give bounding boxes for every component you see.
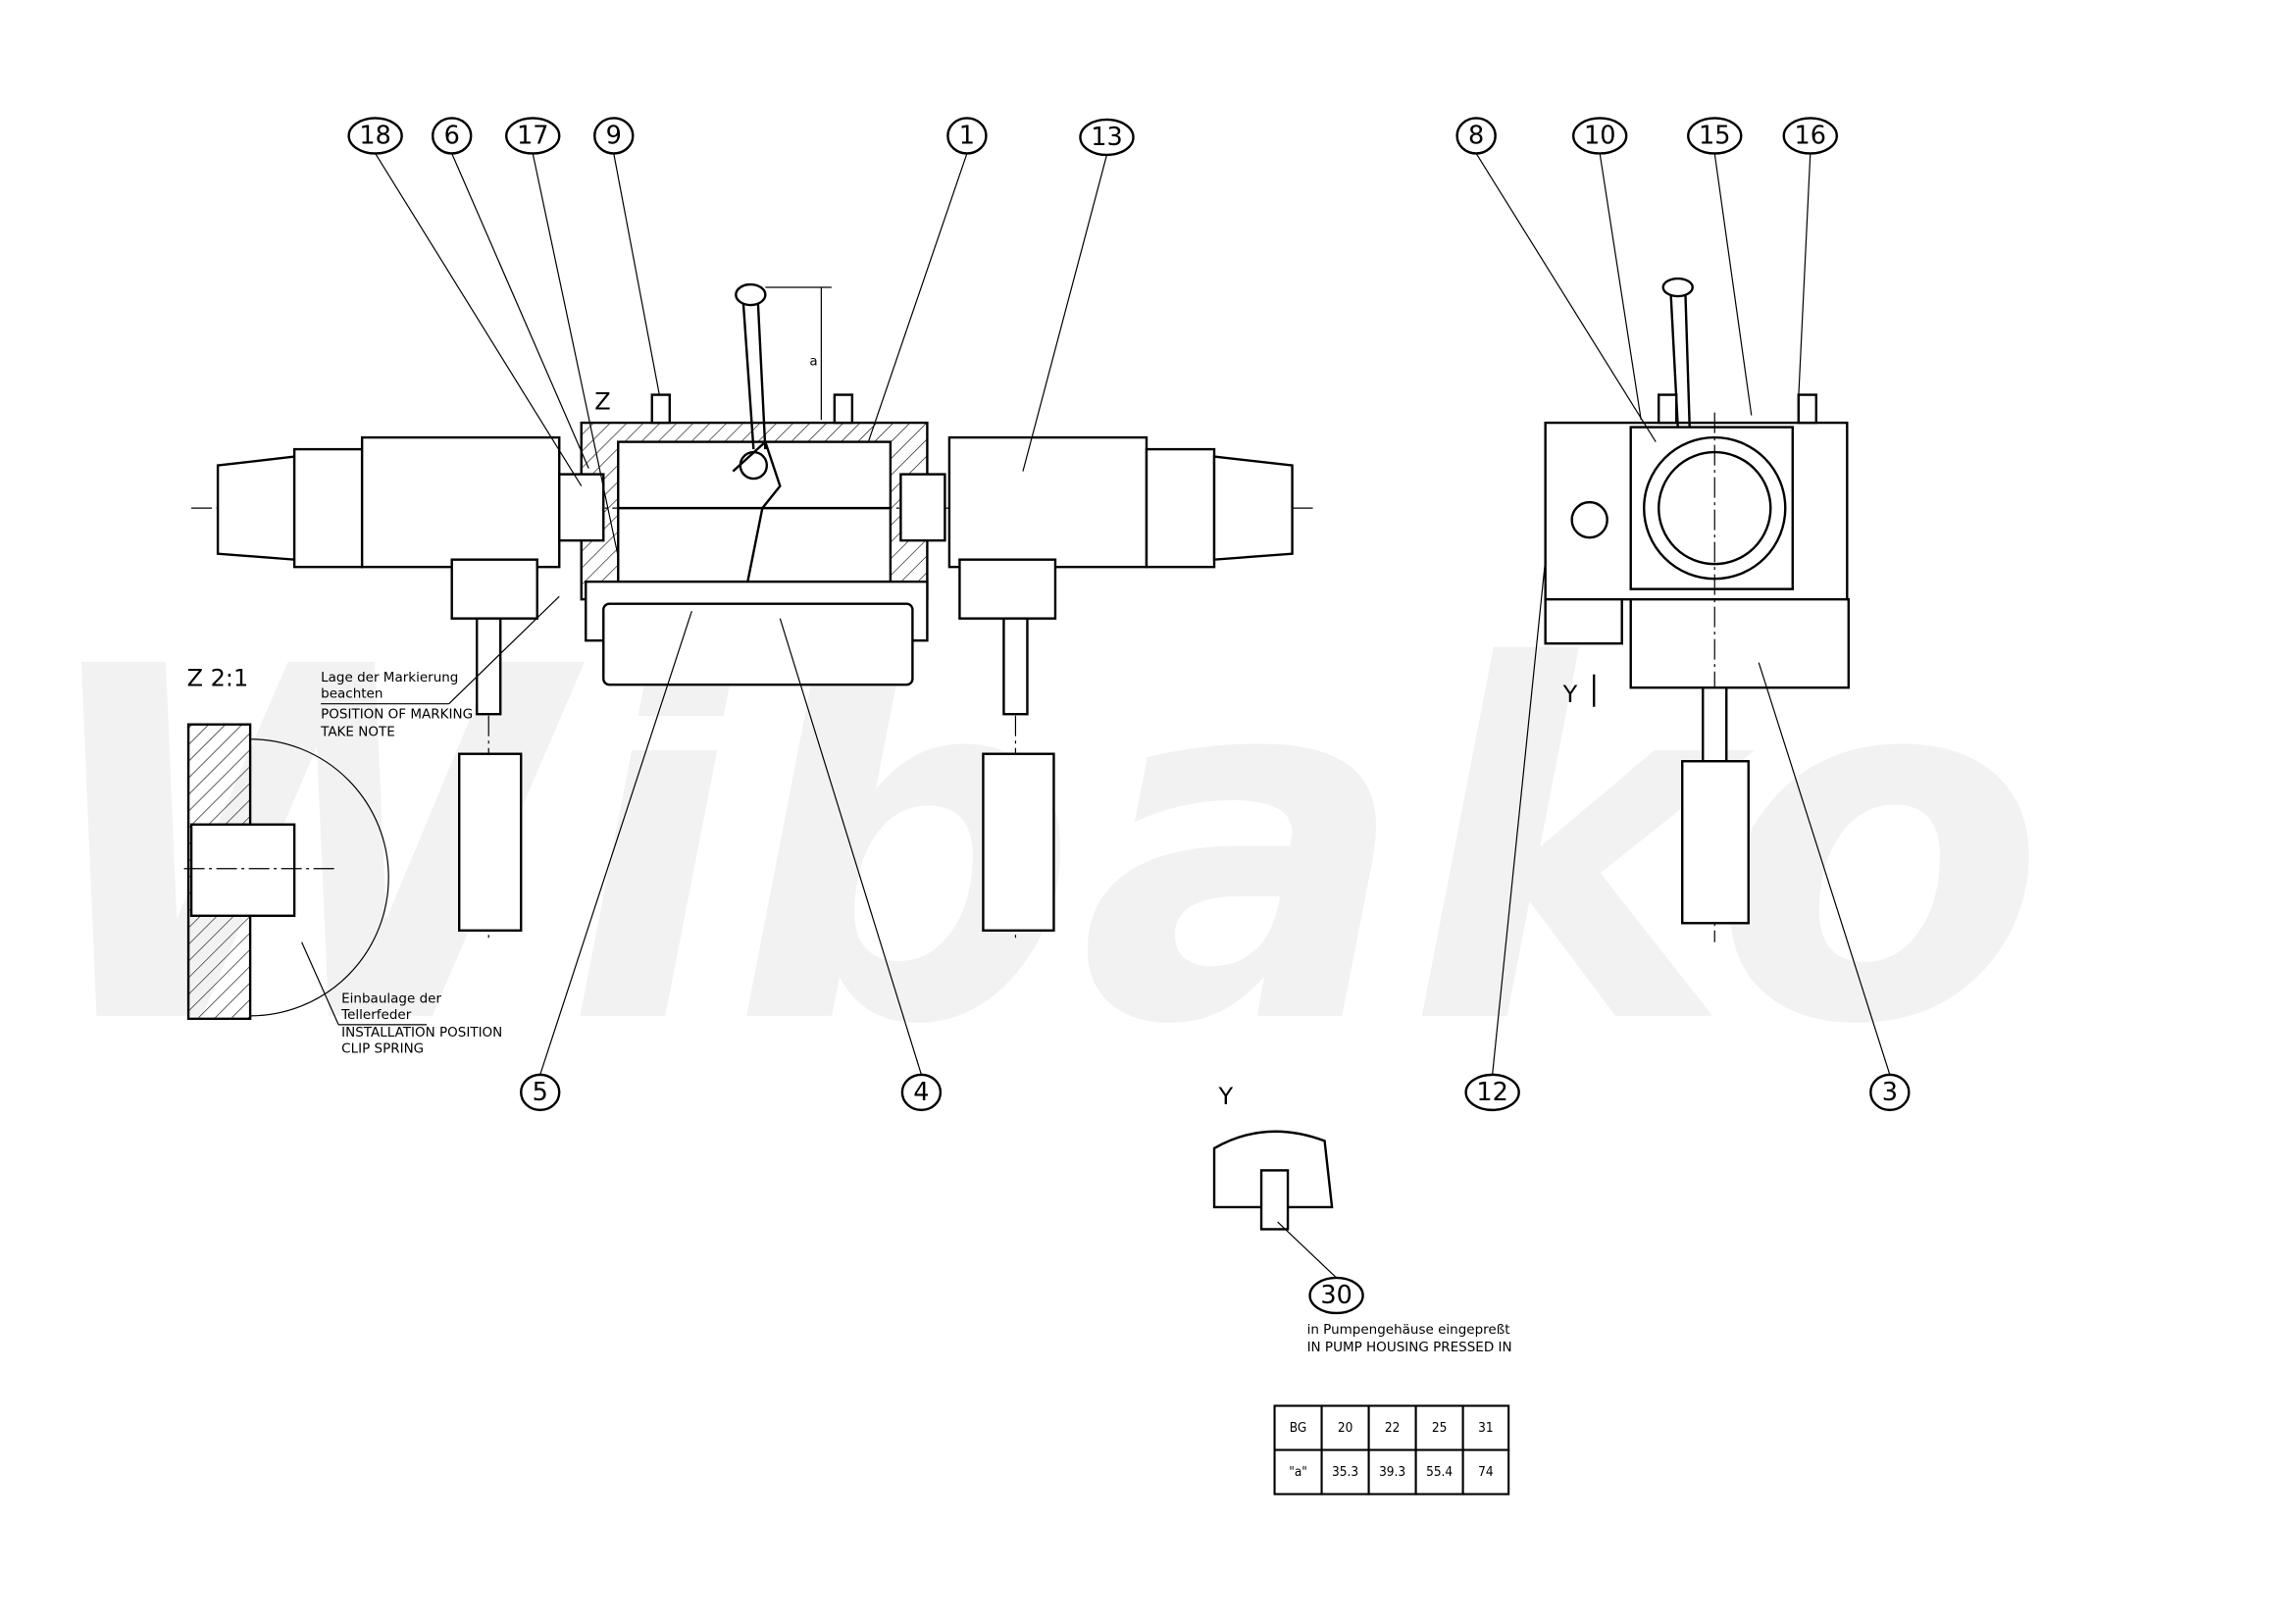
balloon-4: 4 bbox=[779, 618, 943, 1112]
view-y-title: Y bbox=[1218, 1083, 1234, 1110]
view-y: Y in Pumpengehäuse eingepreßt IN PUMP HO… bbox=[1212, 1083, 1512, 1355]
table-cell bbox=[1367, 1448, 1417, 1496]
detail-z-view: Z 2:1 Lage der Markierung beachten POSIT… bbox=[183, 595, 560, 1056]
balloon-label: 16 bbox=[1795, 121, 1826, 150]
note-spring-de-2: Tellerfeder bbox=[340, 1007, 412, 1023]
balloon-label: 3 bbox=[1882, 1078, 1898, 1107]
balloon-16: 16 bbox=[1782, 117, 1839, 398]
part-balloons: 18 6 17 9 1 13 8 10 15 16 5 4 12 3 30 bbox=[347, 117, 1911, 1315]
table-cell bbox=[1461, 1404, 1510, 1451]
balloon-label: 4 bbox=[913, 1078, 929, 1107]
leader-line bbox=[613, 153, 660, 395]
leader-line bbox=[532, 153, 619, 557]
balloon-10: 10 bbox=[1571, 117, 1642, 421]
leader-line bbox=[1475, 153, 1657, 442]
table-cell-text: 25 bbox=[1432, 1420, 1447, 1436]
view-y-arrow-label: Y bbox=[1562, 681, 1578, 708]
table-cell-text: 35.3 bbox=[1332, 1464, 1358, 1480]
balloon-circle bbox=[900, 1073, 943, 1112]
table-cell-text: 55.4 bbox=[1426, 1464, 1453, 1480]
balloon-circle bbox=[1869, 1073, 1911, 1112]
balloon-label: 12 bbox=[1476, 1078, 1507, 1107]
note-spring-en-2: CLIP SPRING bbox=[341, 1040, 424, 1056]
balloon-circle bbox=[946, 117, 988, 155]
balloon-circle bbox=[431, 117, 473, 155]
note-marking-de: Lage der Markierung bbox=[321, 670, 458, 685]
note-marking-en: POSITION OF MARKING bbox=[321, 707, 473, 723]
balloon-9: 9 bbox=[593, 117, 660, 395]
balloon-circle bbox=[1079, 118, 1135, 157]
balloon-label: 5 bbox=[533, 1078, 548, 1107]
balloon-circle bbox=[1464, 1073, 1520, 1112]
table-cell-text: 20 bbox=[1338, 1420, 1352, 1436]
balloon-circle bbox=[505, 117, 561, 155]
leader-line bbox=[1758, 662, 1891, 1076]
balloon-circle bbox=[1308, 1276, 1364, 1315]
note-marking-de-2: beachten bbox=[321, 686, 383, 702]
note-pressed-de: in Pumpengehäuse eingepreßt bbox=[1307, 1322, 1510, 1338]
leader-line bbox=[1713, 153, 1753, 416]
table-cell-text: 31 bbox=[1478, 1420, 1493, 1436]
note-spring-de: Einbaulage der bbox=[341, 990, 441, 1006]
leader-line bbox=[867, 153, 968, 442]
leader-line bbox=[1492, 559, 1547, 1075]
balloon-13: 13 bbox=[1022, 118, 1135, 472]
dimension-a-label: a bbox=[809, 354, 817, 370]
balloon-circle bbox=[1687, 117, 1743, 155]
balloon-label: 6 bbox=[444, 121, 460, 150]
balloon-circle bbox=[1571, 117, 1628, 155]
balloon-8: 8 bbox=[1455, 117, 1657, 442]
leader-line bbox=[375, 153, 583, 486]
leader-line bbox=[1022, 154, 1108, 472]
leader-line bbox=[539, 610, 692, 1076]
balloon-circle bbox=[593, 117, 635, 155]
leader-line bbox=[1798, 153, 1811, 398]
note-marking-en-2: TAKE NOTE bbox=[320, 725, 395, 740]
detail-z-marker: Z bbox=[594, 388, 610, 416]
balloon-label: 1 bbox=[959, 121, 975, 150]
balloon-label: 15 bbox=[1699, 121, 1730, 150]
table-cell-text: 22 bbox=[1385, 1420, 1400, 1436]
balloon-1: 1 bbox=[867, 117, 988, 442]
leader-line bbox=[451, 153, 589, 469]
side-view-valve: Y bbox=[1544, 277, 1851, 942]
balloon-6: 6 bbox=[431, 117, 589, 469]
balloon-30: 30 bbox=[1277, 1221, 1364, 1315]
balloon-12: 12 bbox=[1464, 559, 1547, 1112]
balloon-17: 17 bbox=[505, 117, 619, 557]
table-cell bbox=[1273, 1404, 1323, 1451]
balloon-15: 15 bbox=[1687, 117, 1753, 416]
balloon-circle bbox=[1455, 117, 1497, 155]
balloon-label: 10 bbox=[1584, 121, 1615, 150]
balloon-5: 5 bbox=[520, 610, 692, 1112]
detail-z-title: Z 2:1 bbox=[187, 665, 249, 692]
balloon-18: 18 bbox=[347, 117, 583, 486]
front-view-valve: a Z bbox=[191, 282, 1318, 942]
balloon-circle bbox=[520, 1073, 561, 1112]
table-cell-text: "a" bbox=[1289, 1464, 1307, 1480]
note-pressed-en: IN PUMP HOUSING PRESSED IN bbox=[1307, 1340, 1512, 1355]
table-cell-text: 39.3 bbox=[1379, 1464, 1405, 1480]
balloon-label: 17 bbox=[517, 121, 548, 150]
note-spring-en: INSTALLATION POSITION bbox=[341, 1025, 502, 1040]
balloon-3: 3 bbox=[1758, 662, 1911, 1112]
table-cell bbox=[1320, 1448, 1370, 1496]
leader-line bbox=[1277, 1221, 1337, 1279]
balloon-label: 13 bbox=[1091, 123, 1122, 152]
dimension-table: BG 20 22 25 31 "a" 35.3 39.3 55.4 74 bbox=[1273, 1404, 1510, 1496]
table-cell-text: BG bbox=[1290, 1420, 1307, 1436]
table-cell bbox=[1461, 1448, 1510, 1496]
table-cell bbox=[1414, 1404, 1464, 1451]
leader-line bbox=[1599, 153, 1642, 421]
leader-line bbox=[779, 618, 922, 1076]
balloon-circle bbox=[347, 117, 403, 155]
balloon-circle bbox=[1782, 117, 1839, 155]
balloon-label: 30 bbox=[1320, 1281, 1352, 1310]
balloon-label: 9 bbox=[606, 121, 622, 150]
balloon-label: 8 bbox=[1468, 121, 1484, 150]
balloon-label: 18 bbox=[359, 121, 390, 150]
table-cell-text: 74 bbox=[1478, 1464, 1494, 1480]
